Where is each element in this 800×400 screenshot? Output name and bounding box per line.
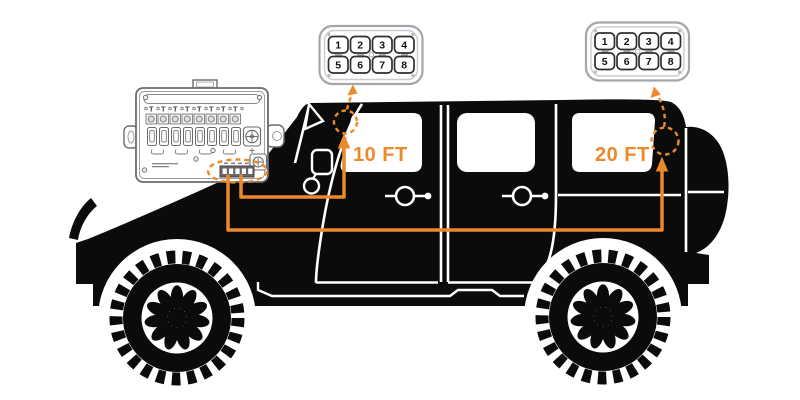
button-label: 8 bbox=[401, 60, 407, 72]
button-label: 4 bbox=[401, 40, 407, 52]
module-top-slot bbox=[143, 94, 261, 104]
switch-button bbox=[327, 55, 349, 74]
front-wire-length-label: 10 FT bbox=[353, 144, 408, 166]
body-detail-lines bbox=[256, 103, 724, 298]
switch-button bbox=[393, 55, 415, 74]
rear-dashed-arrowhead bbox=[650, 86, 661, 98]
button-label: 1 bbox=[335, 40, 341, 52]
rear-wire-length-label: 20 FT bbox=[595, 144, 650, 166]
rear-mount-target-circle bbox=[650, 126, 680, 156]
wiring-overlay: 10 FT 20 FT bbox=[226, 84, 680, 232]
switch-button bbox=[594, 52, 616, 71]
rear-wire-run bbox=[226, 169, 664, 232]
terminal-label: T bbox=[209, 105, 214, 114]
switch-button bbox=[616, 52, 638, 71]
front-door-window bbox=[340, 113, 422, 172]
button-label: 1 bbox=[602, 36, 608, 48]
switch-button bbox=[393, 35, 415, 54]
switch-button bbox=[327, 35, 349, 54]
module-screws bbox=[141, 94, 263, 173]
terminal-label: T bbox=[173, 105, 178, 114]
switch-button bbox=[616, 32, 638, 51]
rear-wire-arrowhead bbox=[655, 156, 669, 172]
quarter-window bbox=[572, 113, 655, 172]
button-label: 3 bbox=[379, 40, 385, 52]
panel-rear-buttons: 1 2 3 4 5 6 7 8 bbox=[594, 32, 682, 71]
front-dashed-arrow bbox=[345, 92, 354, 110]
button-label: 5 bbox=[602, 56, 608, 68]
front-door-edge bbox=[314, 103, 364, 284]
panel-front-buttons: 1 2 3 4 5 6 7 8 bbox=[327, 35, 415, 74]
terminal-label: T bbox=[149, 105, 154, 114]
button-label: 6 bbox=[624, 56, 630, 68]
panel-front-screws bbox=[327, 32, 415, 78]
switch-button bbox=[660, 52, 682, 71]
button-label: 7 bbox=[646, 56, 652, 68]
front-wire-run bbox=[239, 145, 346, 199]
terminal-label: T bbox=[185, 105, 190, 114]
rear-dashed-arrow bbox=[656, 95, 667, 127]
terminal-label: T bbox=[221, 105, 226, 114]
switch-button bbox=[660, 32, 682, 51]
button-label: 2 bbox=[624, 36, 630, 48]
front-door-handle bbox=[385, 185, 432, 207]
button-label: 7 bbox=[379, 60, 385, 72]
panel-rear-indicators bbox=[601, 50, 675, 53]
terminal-label: T bbox=[233, 105, 238, 114]
front-wire-arrowhead bbox=[337, 133, 351, 149]
terminal-label: T bbox=[197, 105, 202, 114]
terminal-label: T bbox=[161, 105, 166, 114]
module-round-connector bbox=[242, 126, 262, 147]
switch-button bbox=[371, 55, 393, 74]
button-label: 4 bbox=[668, 36, 674, 48]
module-brand-mark bbox=[152, 163, 178, 168]
panel-rear-screws bbox=[593, 29, 682, 74]
switch-button bbox=[349, 35, 371, 54]
panel-front-indicators bbox=[335, 54, 408, 56]
switch-button bbox=[638, 52, 660, 71]
switch-button bbox=[594, 32, 616, 51]
button-label: 5 bbox=[335, 60, 341, 72]
antenna bbox=[69, 198, 97, 240]
button-label: 6 bbox=[357, 60, 363, 72]
switch-button bbox=[371, 35, 393, 54]
rocker-line bbox=[256, 282, 524, 298]
front-dashed-arrowhead bbox=[347, 84, 358, 96]
switch-button bbox=[638, 32, 660, 51]
front-mount-target-circle bbox=[332, 109, 359, 135]
rear-door-window bbox=[457, 113, 535, 172]
rear-door-handle bbox=[502, 185, 549, 207]
switch-panel-front: 1 2 3 4 5 6 7 8 bbox=[318, 24, 424, 86]
module-output-connector bbox=[219, 162, 255, 178]
vehicle-silhouette bbox=[69, 99, 729, 397]
rear-door-edge bbox=[534, 104, 558, 283]
button-label: 2 bbox=[357, 40, 363, 52]
connector-highlight-ellipse bbox=[206, 158, 269, 184]
switch-button bbox=[349, 55, 371, 74]
button-label: 3 bbox=[646, 36, 652, 48]
plus-mark bbox=[249, 148, 255, 153]
control-module: T T T T T T T T bbox=[123, 79, 285, 184]
module-terminal-row: T T T T T T T T bbox=[144, 105, 244, 114]
side-mirror bbox=[302, 101, 334, 195]
switch-panel-rear: 1 2 3 4 5 6 7 8 bbox=[584, 21, 691, 82]
button-label: 8 bbox=[668, 56, 674, 68]
